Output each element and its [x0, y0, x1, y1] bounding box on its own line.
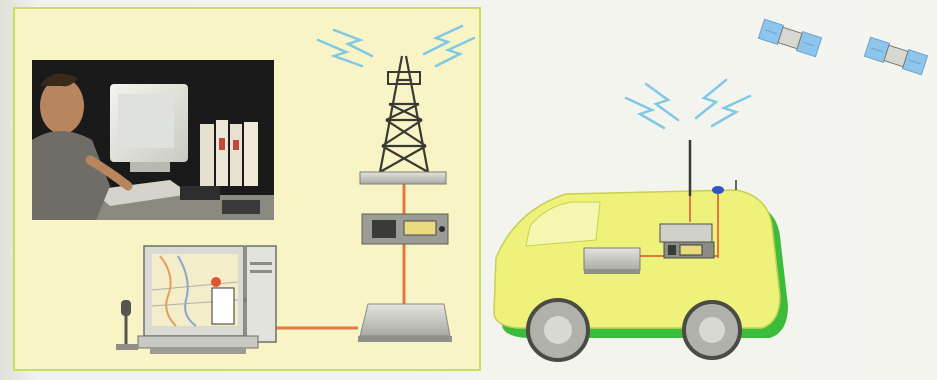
van-front-wheel	[528, 300, 588, 360]
van-rear-wheel	[684, 302, 740, 358]
computer-map-display-icon	[138, 246, 276, 354]
radio-transceiver-icon	[362, 214, 448, 244]
modem-box-icon	[358, 304, 452, 342]
operator-photo-icon	[32, 60, 274, 220]
